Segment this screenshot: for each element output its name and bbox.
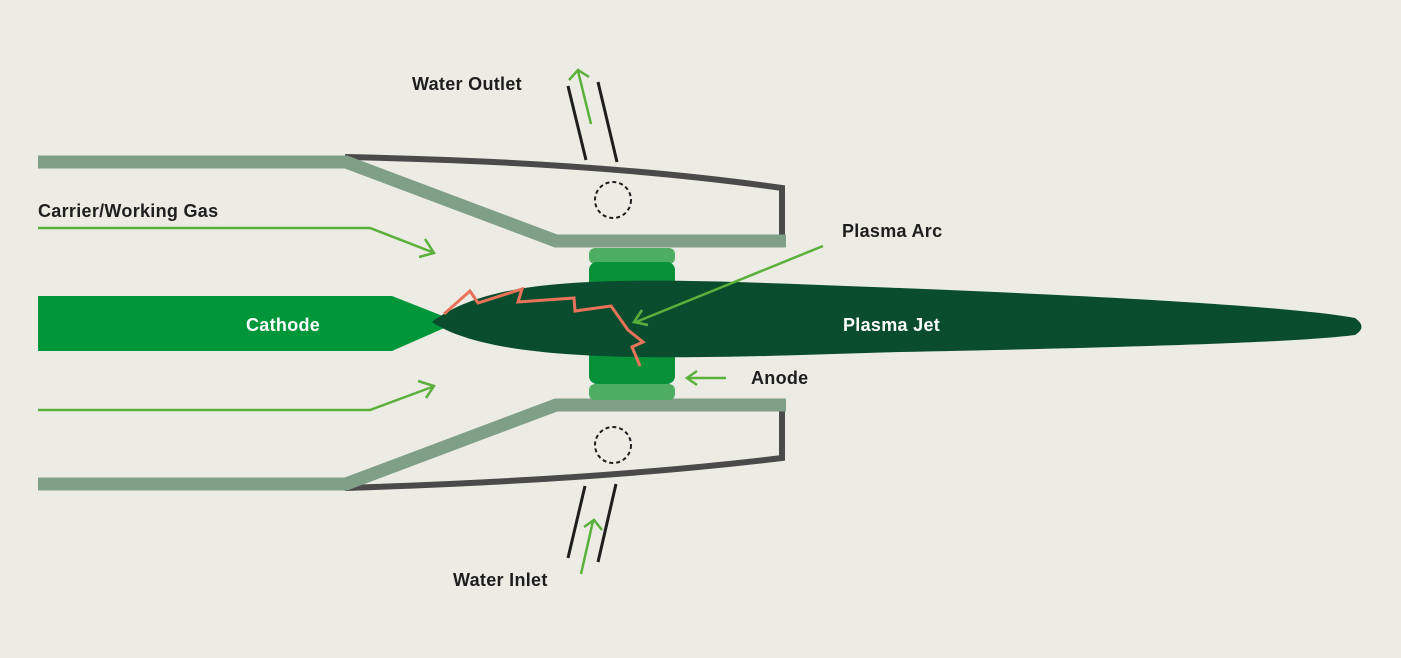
water-outlet-tube-right <box>596 81 619 163</box>
label-anode: Anode <box>751 368 809 388</box>
plasma-arc <box>443 286 646 367</box>
water-channel-top <box>594 181 632 219</box>
plasma-arc-pointer-head <box>631 309 649 327</box>
anode-pointer-head <box>684 369 698 387</box>
outer-casing-top <box>344 154 785 240</box>
anode-ring-top <box>589 248 675 264</box>
anode-ring-bottom <box>589 384 675 400</box>
water-inlet-arrow-head <box>583 518 603 531</box>
water-inlet-arrow <box>579 520 595 575</box>
outer-casing-bottom <box>344 403 785 491</box>
nozzle-wall-bottom <box>38 398 786 491</box>
label-plasma-jet: Plasma Jet <box>843 315 941 335</box>
plasma-arc-pointer <box>635 244 824 324</box>
carrier-gas-arrow-bottom <box>38 385 433 412</box>
label-carrier-gas: Carrier/Working Gas <box>38 201 219 221</box>
nozzle-wall-top <box>38 155 786 248</box>
plasma-jet <box>432 280 1362 358</box>
cathode <box>38 296 458 351</box>
water-outlet-tube-left <box>566 85 588 161</box>
carrier-gas-arrow-top-head <box>418 238 436 259</box>
label-water-outlet: Water Outlet <box>412 74 522 94</box>
arrows <box>38 68 824 575</box>
label-water-inlet: Water Inlet <box>453 570 548 590</box>
carrier-gas-arrow-bottom-head <box>417 379 436 399</box>
water-outlet-arrow <box>576 70 593 125</box>
carrier-gas-arrow-top <box>38 226 433 254</box>
water-inlet-tube-left <box>566 485 587 559</box>
water-inlet-tube-right <box>596 483 618 563</box>
label-plasma-arc: Plasma Arc <box>842 221 943 241</box>
water-outlet-arrow-head <box>568 68 590 81</box>
water-channel-bottom <box>594 426 632 464</box>
label-cathode: Cathode <box>246 315 321 335</box>
